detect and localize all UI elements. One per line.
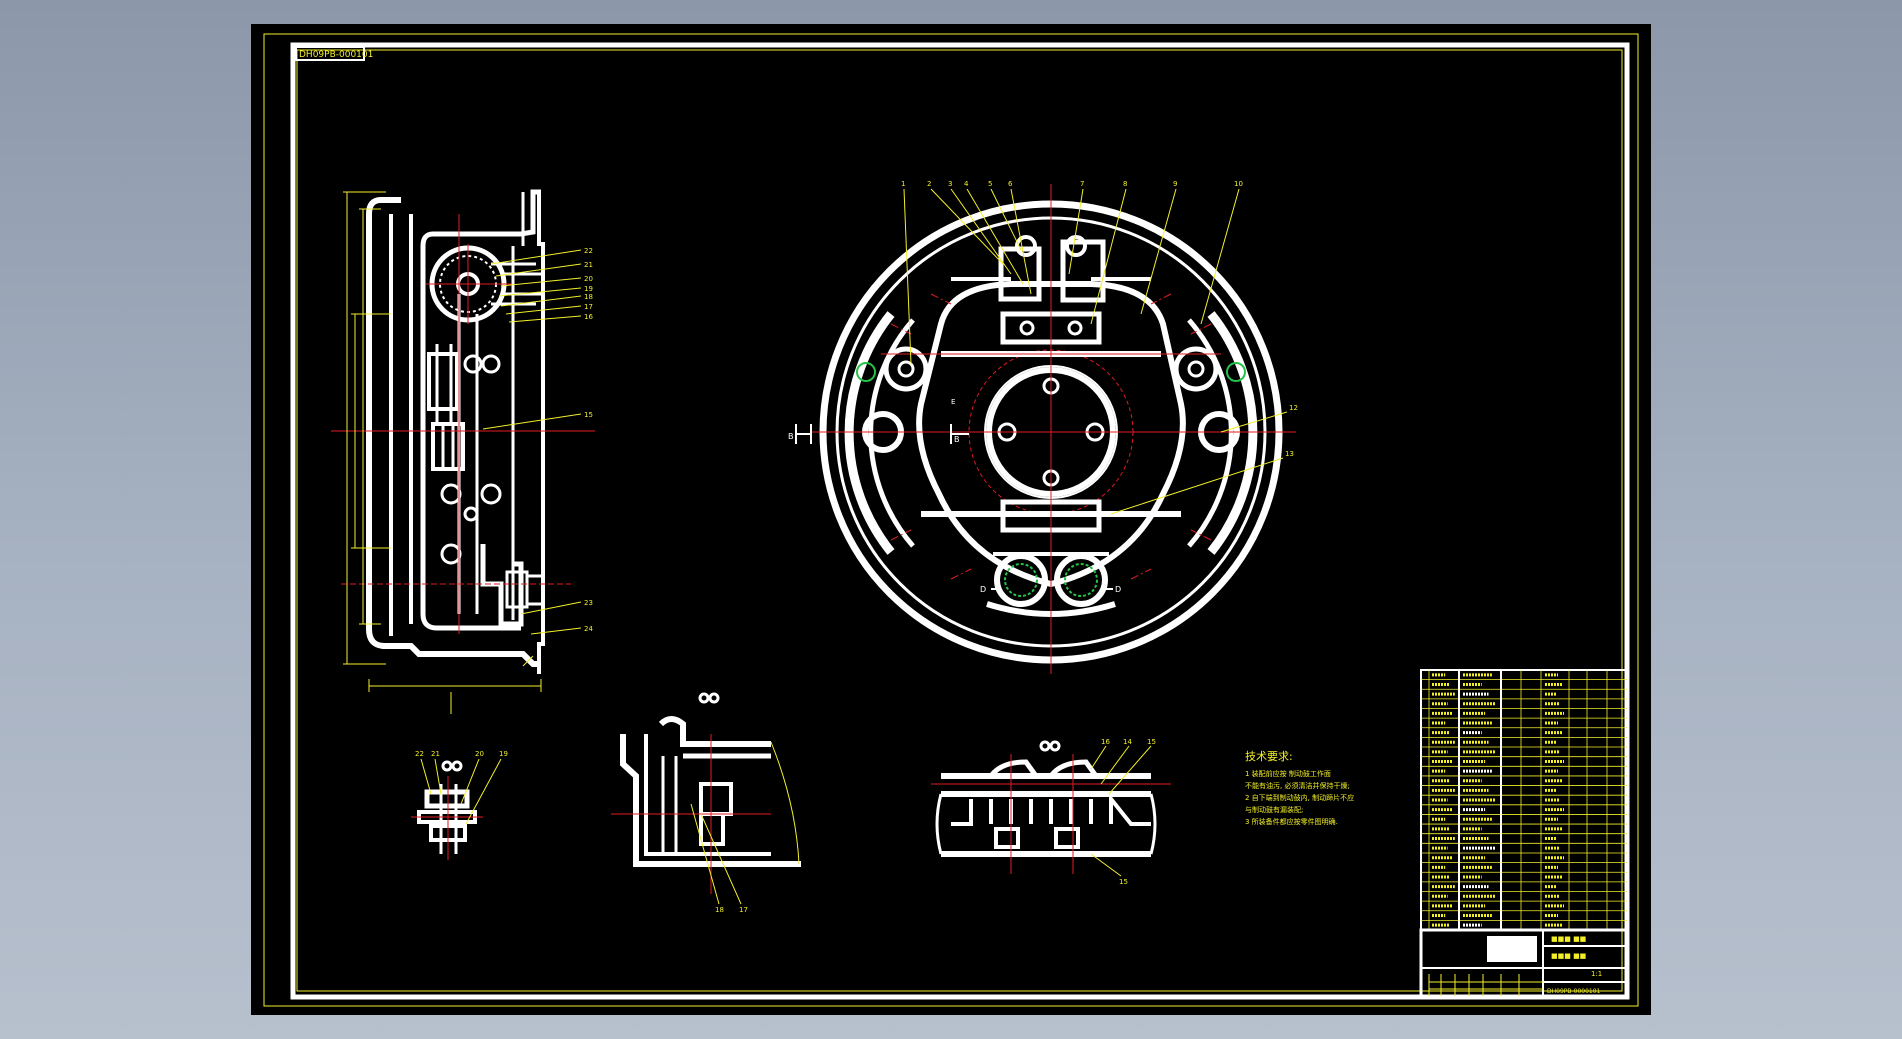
- drawing-number-text: DH09PB-000101: [299, 50, 373, 60]
- main-balloon-2: 2: [927, 180, 931, 188]
- notes-line-1: 1 装配前应按 制动鼓工作面: [1245, 769, 1331, 778]
- section-mark-b-right: B: [954, 435, 960, 444]
- main-balloon-5: 5: [988, 180, 992, 188]
- section-mark-d-left: D: [980, 585, 986, 594]
- main-balloon-8: 8: [1123, 180, 1127, 188]
- technical-requirements-notes: 技术要求: 1 装配前应按 制动鼓工作面 不能有油污, 必须清洁并保持干燥; 2…: [1245, 750, 1354, 826]
- detail-b-balloon-17: 17: [739, 906, 748, 914]
- detail-a-balloon-19: 19: [499, 750, 508, 758]
- cad-drawing: DH09PB-000101: [263, 33, 1639, 1007]
- cad-drawing-viewport[interactable]: DH09PB-000101: [251, 24, 1651, 1015]
- notes-line-5: 3 所装备件都应按零件图明确.: [1245, 817, 1338, 826]
- main-balloon-10: 10: [1234, 180, 1243, 188]
- main-balloon-6: 6: [1008, 180, 1013, 188]
- main-balloon-7: 7: [1080, 180, 1084, 188]
- main-balloon-12: 12: [1289, 404, 1298, 412]
- detail-c-balloon-15b: 15: [1119, 878, 1128, 886]
- main-front-view: [795, 184, 1296, 674]
- section-mark-b-left: B: [788, 432, 794, 441]
- section-mark-e: E: [951, 398, 955, 406]
- notes-line-4: 与制动鼓有漏装配;: [1245, 805, 1303, 814]
- main-balloon-9: 9: [1173, 180, 1177, 188]
- title-scale: 1:1: [1591, 970, 1602, 978]
- side-balloon-16: 16: [584, 313, 593, 321]
- main-balloon-1: 1: [901, 180, 905, 188]
- inner-frame: [296, 49, 1623, 992]
- side-balloon-17: 17: [584, 303, 593, 311]
- drawing-number-stamp: DH09PB-000101: [295, 46, 373, 61]
- notes-line-2: 不能有油污, 必须清洁并保持干燥;: [1245, 781, 1350, 790]
- side-balloon-21: 21: [584, 261, 593, 269]
- side-balloon-15: 15: [584, 411, 593, 419]
- side-section-view: [331, 189, 595, 714]
- detail-c-balloon-16: 16: [1101, 738, 1110, 746]
- outer-sheet-border: [263, 33, 1639, 1007]
- title-name-line1: ■■■ ■■: [1551, 935, 1586, 943]
- main-balloon-13: 13: [1285, 450, 1294, 458]
- detail-b-balloon-18: 18: [715, 906, 724, 914]
- detail-view-c: 16 14 15 15: [931, 738, 1171, 886]
- title-name-line2: ■■■ ■■: [1551, 952, 1586, 960]
- notes-line-3: 2 自下端到制动鼓内, 制动蹄片不应: [1245, 793, 1354, 802]
- detail-a-balloon-22: 22: [415, 750, 424, 758]
- side-balloon-18: 18: [584, 293, 593, 301]
- side-balloon-24: 24: [584, 625, 593, 633]
- parts-list-table: [1420, 669, 1628, 931]
- detail-a-balloon-21: 21: [431, 750, 440, 758]
- side-view-balloons: 22 21 20 19 18 17 16 15 23 24: [584, 247, 593, 633]
- detail-a-balloon-20: 20: [475, 750, 484, 758]
- detail-view-a: 22 21 20 19: [411, 750, 508, 860]
- side-balloon-20: 20: [584, 275, 593, 283]
- parts-list-frame: [1420, 669, 1628, 931]
- detail-view-b: 18 17: [611, 692, 801, 914]
- detail-c-balloon-15: 15: [1147, 738, 1156, 746]
- title-logo-box: [1487, 936, 1537, 962]
- main-balloon-3: 3: [948, 180, 952, 188]
- main-view-balloons: 1 2 3 4 5 6 7 8 9 10 12 13 B B D D E: [788, 180, 1298, 594]
- notes-heading: 技术要求:: [1245, 750, 1293, 763]
- main-balloon-4: 4: [964, 180, 969, 188]
- drawing-frame: [290, 42, 1630, 1000]
- detail-c-balloon-14: 14: [1123, 738, 1132, 746]
- title-block: ■■■ ■■ ■■■ ■■ 1:1 DH09PB-0000101: [1419, 669, 1629, 998]
- side-balloon-19: 19: [584, 285, 593, 293]
- title-designation: DH09PB-0000101: [1547, 988, 1601, 995]
- side-balloon-22: 22: [584, 247, 593, 255]
- section-mark-d-right: D: [1115, 585, 1121, 594]
- side-balloon-23: 23: [584, 599, 593, 607]
